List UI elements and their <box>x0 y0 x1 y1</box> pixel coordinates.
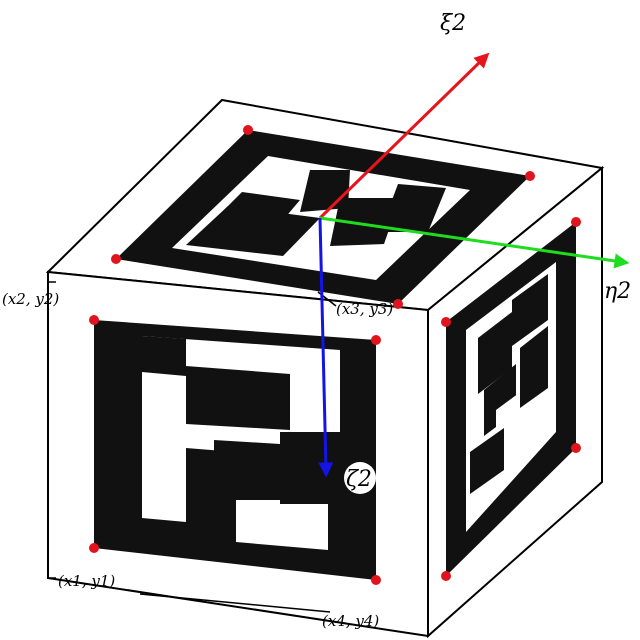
eta-axis-arrow <box>319 216 630 269</box>
zeta-axis-label: ζ2 <box>346 467 372 492</box>
bottom-bracket <box>139 593 331 613</box>
corner-dot <box>441 571 451 581</box>
corner-label-4: (x4, y4) <box>322 612 379 630</box>
corner-label-3: (x3, y3) <box>336 300 393 318</box>
corner-dot <box>371 335 381 345</box>
right-face-marker <box>446 222 576 576</box>
corner-dot <box>89 315 99 325</box>
front-face-marker <box>94 320 376 580</box>
eta-axis-label: η2 <box>604 279 631 304</box>
corner-dot <box>89 543 99 553</box>
corner-label-2: (x2, y2) <box>2 290 59 308</box>
corner-label-1: (x1, y1) <box>58 572 115 590</box>
corner-dot <box>571 217 581 227</box>
zeta-label-backdrop <box>344 462 376 494</box>
xi-axis-arrow <box>318 52 490 220</box>
corner-dots <box>89 125 581 585</box>
corner-dot <box>525 171 535 181</box>
corner-dot <box>393 299 403 309</box>
zeta-axis-arrow <box>318 217 334 478</box>
left-bracket <box>47 281 56 579</box>
corner-dot <box>371 575 381 585</box>
corner-dot <box>441 317 451 327</box>
corner-dot <box>111 254 121 264</box>
corner-dot <box>243 125 253 135</box>
xi-axis-label: ξ2 <box>440 11 466 36</box>
axes <box>318 52 630 478</box>
corner-dot <box>571 443 581 453</box>
